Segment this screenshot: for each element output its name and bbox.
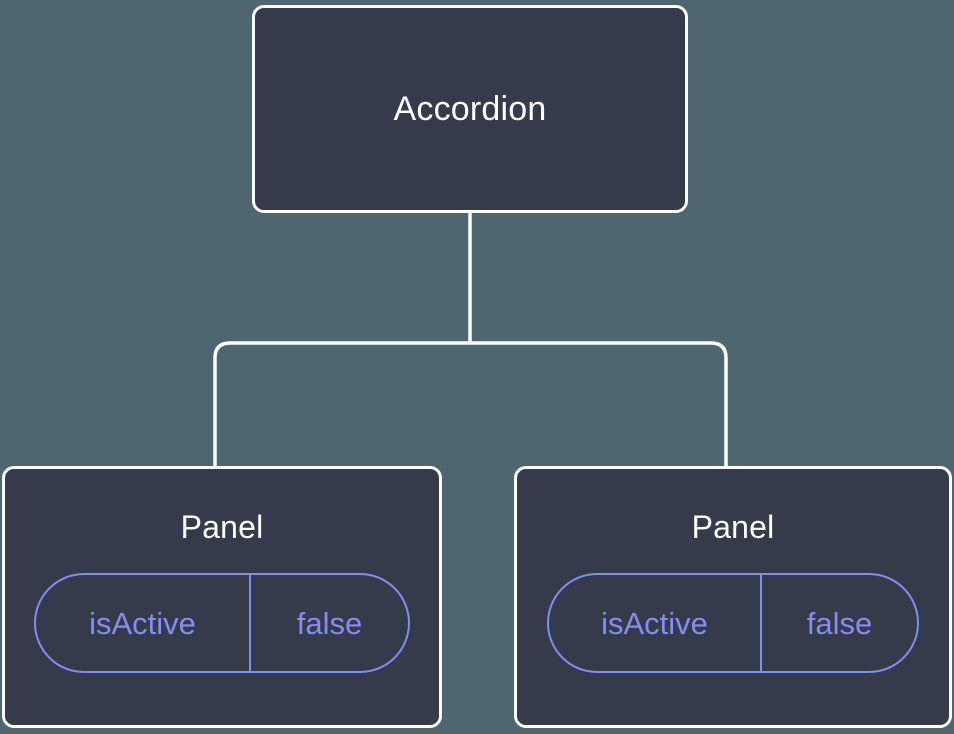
prop-badge-panel-1[interactable]: isActive false: [34, 573, 410, 673]
node-panel-1-label: Panel: [180, 509, 264, 545]
node-accordion[interactable]: Accordion: [252, 5, 688, 213]
node-accordion-label: Accordion: [393, 90, 547, 128]
prop-key-isactive: isActive: [601, 605, 708, 641]
node-panel-2[interactable]: Panel isActive false: [514, 466, 952, 728]
edge-branch-bar: [213, 341, 728, 468]
prop-value-isactive: false: [249, 575, 408, 671]
node-panel-2-label: Panel: [691, 509, 775, 545]
node-panel-1[interactable]: Panel isActive false: [2, 466, 442, 728]
prop-value-isactive: false: [760, 575, 917, 671]
prop-key-isactive: isActive: [89, 605, 196, 641]
prop-badge-panel-2[interactable]: isActive false: [547, 573, 919, 673]
